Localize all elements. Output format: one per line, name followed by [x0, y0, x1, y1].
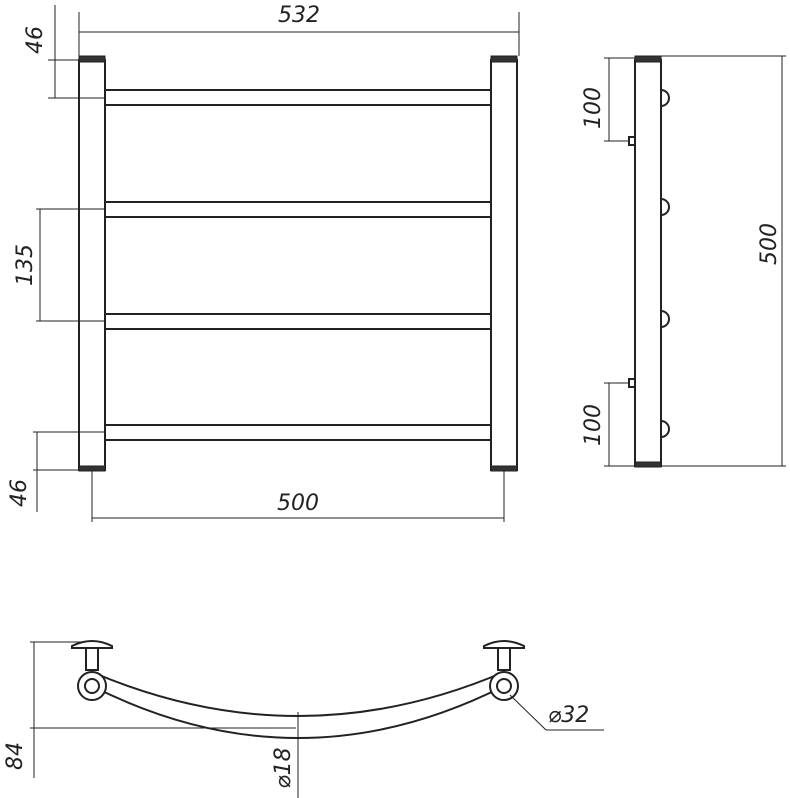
rung-2	[104, 201, 492, 218]
pipe-diameter-label: ⌀32	[548, 703, 589, 728]
dimension-bar-spacing: 135	[13, 208, 105, 322]
rung-4	[104, 424, 492, 441]
dimension-pipe-diameter: ⌀32	[509, 694, 604, 731]
right-vertical-pipe	[490, 59, 518, 471]
left-pipe-bottom-cap	[78, 465, 106, 472]
dimension-side-bottom-offset: 100	[581, 382, 635, 467]
side-top-offset-label: 100	[581, 87, 606, 129]
dimension-side-top-offset: 100	[581, 57, 635, 142]
side-rung-end-2	[660, 198, 670, 216]
center-distance-label: 500	[277, 491, 319, 516]
rung-1	[104, 89, 492, 106]
left-pipe-section-inner	[84, 678, 100, 694]
rung-diameter-label: ⌀18	[271, 747, 296, 788]
side-view: 100 100 500	[581, 55, 786, 468]
dimension-center-distance: 500	[91, 471, 505, 522]
left-wall-flange	[71, 640, 113, 649]
side-pipe-bottom-cap	[634, 461, 662, 468]
dimension-bottom-offset: 46	[7, 431, 105, 512]
rung-3	[104, 313, 492, 330]
right-bracket-stem	[497, 647, 511, 671]
right-wall-flange	[483, 640, 525, 649]
dimension-rung-diameter: ⌀18	[271, 712, 299, 798]
left-bracket-stem	[85, 647, 99, 671]
front-view: 532 46 135 46 500	[7, 3, 520, 522]
side-upper-bracket	[628, 136, 636, 146]
top-offset-label: 46	[23, 26, 48, 54]
top-view: 84 ⌀32 ⌀18	[3, 640, 604, 798]
side-pipe-top-cap	[634, 55, 662, 63]
side-vertical-pipe	[634, 59, 662, 467]
side-bottom-offset-label: 100	[581, 404, 606, 446]
bar-spacing-label: 135	[13, 244, 38, 286]
dimension-overall-width: 532	[78, 3, 520, 56]
right-pipe-section-inner	[496, 678, 512, 694]
dimension-depth: 84	[3, 641, 296, 778]
depth-label: 84	[3, 742, 28, 770]
side-rung-end-3	[660, 310, 670, 328]
height-label: 500	[757, 223, 782, 265]
side-lower-bracket	[628, 378, 636, 388]
dimension-top-offset: 46	[23, 5, 105, 99]
left-vertical-pipe	[78, 59, 106, 471]
right-pipe-top-cap	[490, 55, 518, 63]
left-pipe-top-cap	[78, 55, 106, 63]
right-pipe-bottom-cap	[490, 465, 518, 472]
side-rung-end-1	[660, 89, 670, 107]
overall-width-label: 532	[278, 3, 320, 28]
bottom-offset-label: 46	[7, 479, 32, 507]
curved-rung-inner	[91, 671, 505, 717]
side-rung-end-4	[660, 420, 670, 438]
dimension-height: 500	[661, 55, 786, 467]
